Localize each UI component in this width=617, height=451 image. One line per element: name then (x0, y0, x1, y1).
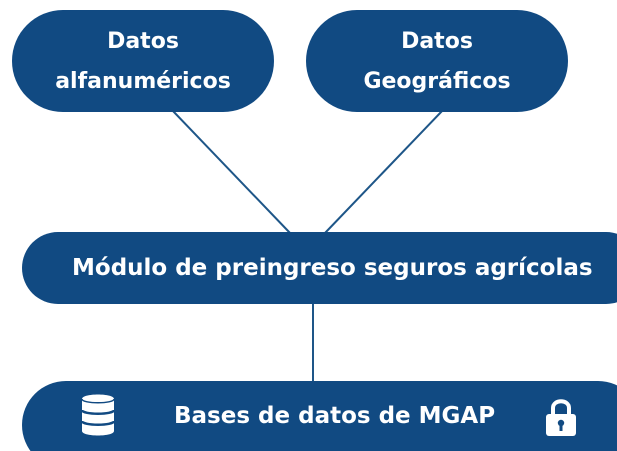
connector-geographic-to-module (324, 109, 444, 234)
node-geographic-line1: Datos (401, 29, 473, 54)
node-alphanumeric-line2: alfanuméricos (55, 69, 231, 94)
node-preingress-module: Módulo de preingreso seguros agrícolas (22, 232, 617, 304)
node-geographic-data: Datos Geográficos (306, 10, 568, 112)
node-module-label: Módulo de preingreso seguros agrícolas (72, 255, 593, 281)
node-alphanumeric-line1: Datos (107, 29, 179, 54)
node-database-label: Bases de datos de MGAP (174, 403, 496, 429)
node-geographic-line2: Geográficos (363, 69, 511, 94)
node-alphanumeric-data: Datos alfanuméricos (12, 10, 274, 112)
database-icon (80, 394, 116, 436)
node-mgap-database: Bases de datos de MGAP (22, 381, 617, 451)
connector-alphanumeric-to-module (171, 109, 291, 234)
lock-icon (546, 399, 576, 436)
